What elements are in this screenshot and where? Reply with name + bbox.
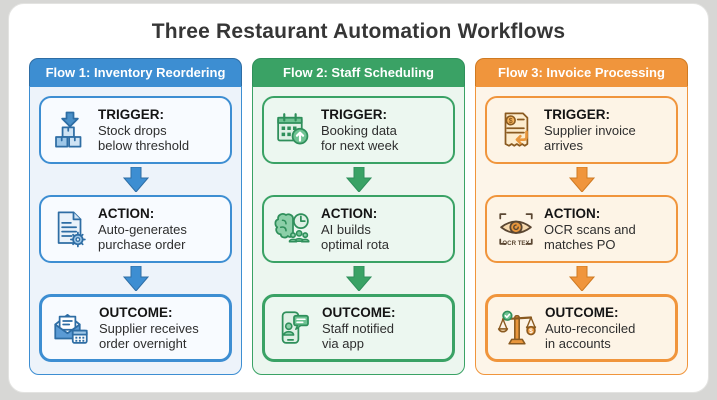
svg-text:$: $ [509,118,513,125]
flows-row: Flow 1: Inventory Reordering [9,58,708,375]
outcome-text: OUTCOME: Auto-reconciled in accounts [545,304,636,351]
down-arrow-icon [122,167,149,192]
flow-2-header: Flow 2: Staff Scheduling [252,58,465,86]
down-arrow-icon [122,266,149,291]
outcome-text: OUTCOME: Supplier receives order overnig… [99,304,199,351]
flow-1-column: Flow 1: Inventory Reordering [29,58,242,375]
document-gear-icon [49,208,91,250]
trigger-text: TRIGGER: Stock drops below threshold [98,106,190,153]
outcome-box: $ OUTCOME: Auto-reconciled in accounts [485,294,678,362]
trigger-box: TRIGGER: Stock drops below threshold [39,96,232,164]
outcome-text: OUTCOME: Staff notified via app [322,304,396,351]
down-arrow-icon [568,266,595,291]
balance-scale-icon: $ [496,307,538,349]
action-text: ACTION: OCR scans and matches PO [544,205,636,252]
invoice-dollar-icon: $ [495,109,537,151]
down-arrow-icon [568,167,595,192]
flow-3-body: $ TRIGGER: Supplier invoice arrives [475,86,688,375]
phone-notification-icon [273,307,315,349]
action-box: OCR TEX ACTION: OCR scans and matches PO [485,195,678,263]
action-box: ACTION: Auto-generates purchase order [39,195,232,263]
down-arrow-icon [345,167,372,192]
envelope-calendar-icon [50,307,92,349]
trigger-text: TRIGGER: Supplier invoice arrives [544,106,636,153]
flow-1-body: TRIGGER: Stock drops below threshold [29,86,242,375]
ai-brain-clock-team-icon [272,208,314,250]
svg-text:$: $ [529,328,533,335]
action-box: ACTION: AI builds optimal rota [262,195,455,263]
flow-2-body: TRIGGER: Booking data for next week [252,86,465,375]
action-text: ACTION: AI builds optimal rota [321,205,389,252]
down-arrow-icon [345,266,372,291]
trigger-box: $ TRIGGER: Supplier invoice arrives [485,96,678,164]
svg-text:OCR TEX: OCR TEX [502,240,530,247]
flow-2-column: Flow 2: Staff Scheduling [252,58,465,375]
trigger-text: TRIGGER: Booking data for next week [321,106,399,153]
flow-3-column: Flow 3: Invoice Processing $ [475,58,688,375]
ocr-eye-scan-icon: OCR TEX [495,208,537,250]
page-title: Three Restaurant Automation Workflows [151,20,566,43]
flow-1-header: Flow 1: Inventory Reordering [29,58,242,86]
outcome-box: OUTCOME: Staff notified via app [262,294,455,362]
flow-3-header: Flow 3: Invoice Processing [475,58,688,86]
calendar-upload-icon [272,109,314,151]
trigger-box: TRIGGER: Booking data for next week [262,96,455,164]
outcome-box: OUTCOME: Supplier receives order overnig… [39,294,232,362]
workflow-card: Three Restaurant Automation Workflows Fl… [8,3,709,393]
action-text: ACTION: Auto-generates purchase order [98,205,187,252]
boxes-arrow-down-icon [49,109,91,151]
